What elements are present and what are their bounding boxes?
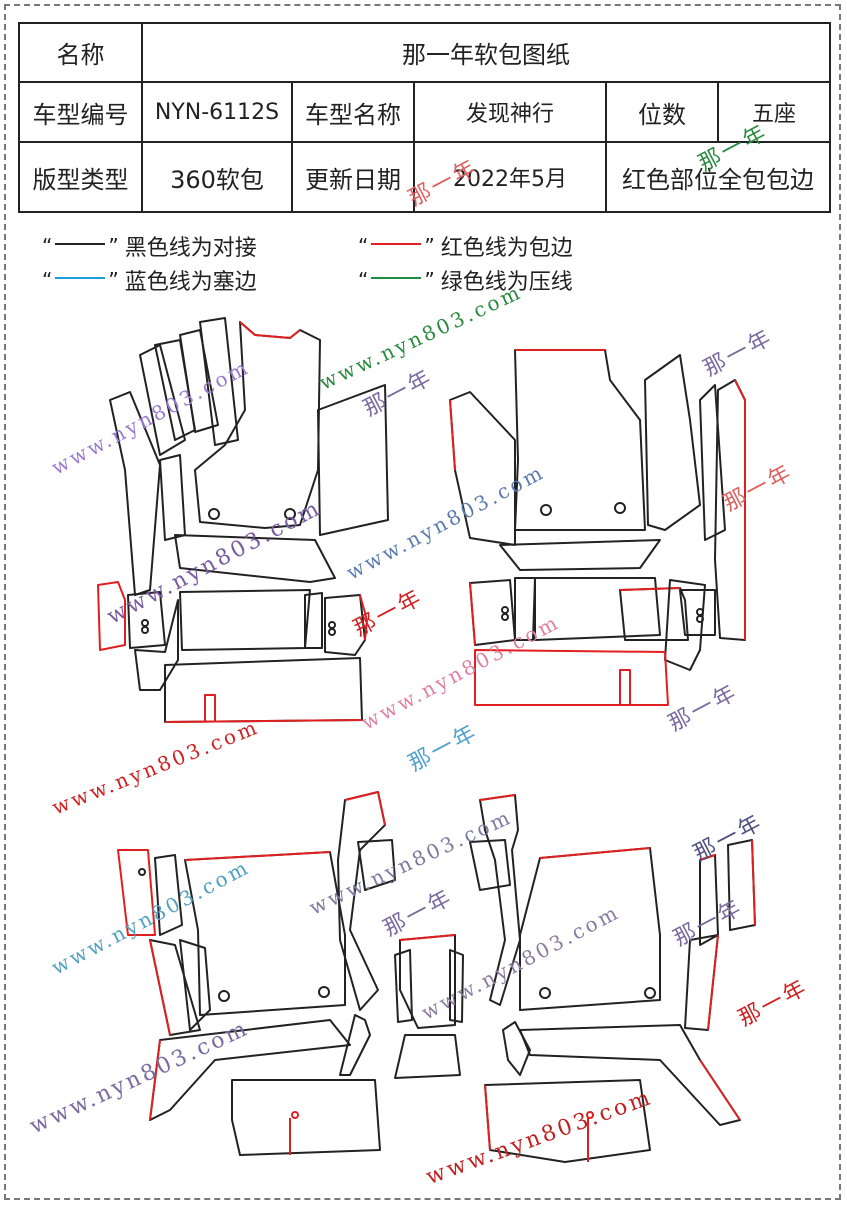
legend-red: “ ” 红色线为包边 xyxy=(358,230,573,262)
date-value: 2022年5月 xyxy=(413,141,607,213)
legend-blue-text: 蓝色线为塞边 xyxy=(124,270,257,295)
rear-mat-left-set xyxy=(117,791,396,1156)
rear-mat-right-set xyxy=(469,794,756,1163)
model-name-label: 车型名称 xyxy=(291,81,415,143)
model-code-value: NYN-6112S xyxy=(141,81,293,143)
legend-green-text: 绿色线为压线 xyxy=(440,270,573,295)
green-line-swatch xyxy=(371,277,422,279)
tunnel-pieces xyxy=(394,934,464,1079)
red-line-swatch xyxy=(371,243,422,245)
spec-table: 名称 那一年软包图纸 车型编号 NYN-6112S 车型名称 发现神行 位数 五… xyxy=(18,22,831,213)
name-label: 名称 xyxy=(18,22,143,83)
date-label: 更新日期 xyxy=(291,141,415,213)
front-mat-left-set xyxy=(97,317,389,723)
black-line-swatch xyxy=(55,243,106,245)
legend-black: “ ” 黑色线为对接 xyxy=(42,230,257,262)
legend-blue: “ ” 蓝色线为塞边 xyxy=(42,264,257,296)
blue-line-swatch xyxy=(55,277,106,279)
seats-value: 五座 xyxy=(717,81,831,143)
legend-black-text: 黑色线为对接 xyxy=(124,236,257,261)
page-border xyxy=(4,4,841,1200)
model-code-label: 车型编号 xyxy=(18,81,143,143)
model-name-value: 发现神行 xyxy=(413,81,607,143)
note-value: 红色部位全包包边 xyxy=(605,141,831,213)
legend-red-text: 红色线为包边 xyxy=(440,236,573,261)
type-value: 360软包 xyxy=(141,141,293,213)
legend-green: “ ” 绿色线为压线 xyxy=(358,264,573,296)
type-label: 版型类型 xyxy=(18,141,143,213)
name-value: 那一年软包图纸 xyxy=(141,22,831,83)
seats-label: 位数 xyxy=(605,81,719,143)
front-mat-right-set xyxy=(449,349,746,706)
